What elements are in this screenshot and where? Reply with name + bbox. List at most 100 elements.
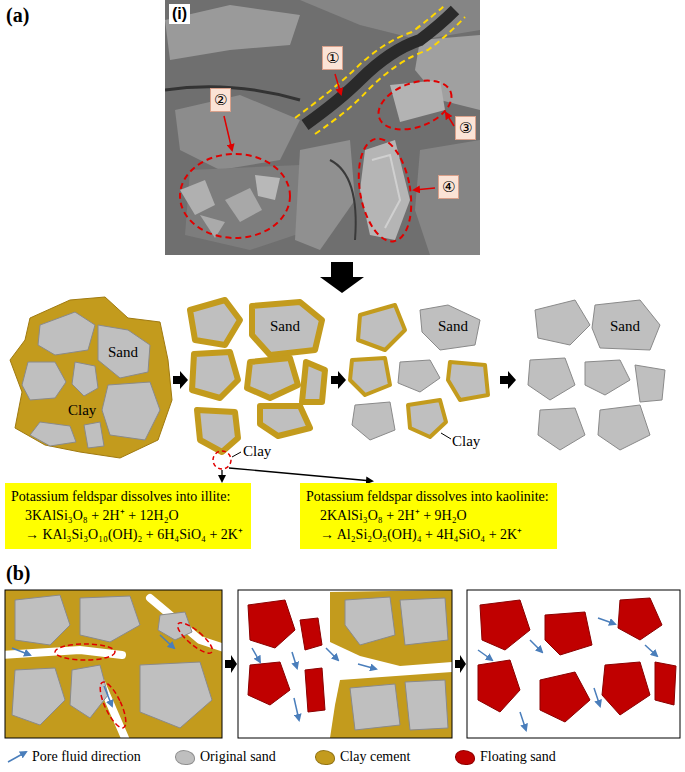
- leader-line: [224, 74, 454, 190]
- pore-frame-3: [540, 672, 590, 722]
- legend-swatch: [315, 750, 335, 765]
- coated-grains: [190, 300, 325, 452]
- sem-image: [165, 5, 300, 60]
- pore-frame-3: [655, 662, 676, 705]
- pore-frame-2: [358, 664, 376, 669]
- pore-frame-2: [248, 662, 290, 705]
- clay-cemented-sand: [84, 422, 104, 448]
- clay-cemented-sand: [38, 312, 95, 355]
- pore-frame-3: [618, 598, 662, 640]
- pore-frame-1: [15, 595, 70, 645]
- pore-frame-1: [5, 590, 222, 738]
- stripping-grains: [352, 305, 480, 440]
- sem-image: [180, 180, 215, 215]
- pore-frame-1: [12, 595, 212, 728]
- pore-frame-2: [238, 590, 452, 738]
- pore-frame-3: [602, 662, 650, 715]
- leader-line: [446, 113, 454, 126]
- sem-image: [225, 188, 262, 222]
- pore-frame-2: [252, 648, 376, 720]
- pore-frame-1: [80, 596, 140, 642]
- pore-frame-3: [645, 645, 657, 656]
- sem-image: [330, 160, 356, 240]
- clean-sand: [585, 360, 630, 395]
- pore-frame-3: [545, 612, 592, 655]
- clean-sand: [598, 405, 650, 450]
- callout-number: ①: [322, 46, 343, 70]
- clay-cemented-sand: [30, 422, 76, 446]
- sem-image: [165, 87, 300, 100]
- pore-frame-3: [530, 640, 542, 652]
- leader-line: [414, 188, 435, 190]
- panel-label: (a): [6, 4, 29, 26]
- legend-text: Original sand: [200, 749, 276, 765]
- reaction-box: Potassium feldspar dissolves into illite…: [5, 483, 251, 549]
- step-arrow: [500, 371, 516, 389]
- pore-frame-3: [598, 618, 615, 624]
- legend-swatch: [175, 750, 195, 765]
- clay-highlight: [221, 470, 222, 481]
- legend-swatch: [455, 750, 475, 765]
- coated-grains: [192, 352, 238, 398]
- pore-frame-1: [174, 618, 217, 657]
- frame-border: [467, 590, 680, 738]
- pore-frame-2: [405, 680, 448, 730]
- pore-frame-1: [160, 635, 174, 648]
- sem-image: [372, 155, 400, 228]
- legend-text: Pore fluid direction: [32, 749, 141, 765]
- coated-grains: [252, 302, 322, 355]
- clay-cemented-sand: [10, 297, 172, 458]
- pore-frame-1: [158, 612, 192, 640]
- sem-image: [390, 80, 445, 122]
- coated-grains: [247, 358, 298, 398]
- clay-highlight: [213, 451, 372, 481]
- sem-image: [200, 215, 225, 238]
- sem-image: [360, 140, 410, 240]
- clay-highlight: [232, 452, 241, 457]
- sem-image: [165, 0, 480, 255]
- pore-frame-2: [248, 600, 295, 648]
- pore-frame-2: [305, 668, 325, 712]
- stripping-grains: [448, 362, 488, 400]
- sem-image: [295, 5, 445, 118]
- reaction-equation: → Al₂Si₂O₅(OH)₄ + 4H₄SiO₄ + 2K⁺: [306, 525, 549, 544]
- stripping-grains: [408, 400, 446, 437]
- clean-sand: [538, 408, 585, 450]
- clean-sand: [535, 300, 590, 345]
- pore-frame-1: [12, 648, 30, 655]
- callout-number: ③: [455, 116, 476, 140]
- pore-frame-2: [330, 590, 452, 666]
- pore-frame-3: [467, 590, 680, 738]
- legend-text: Clay cement: [340, 749, 410, 765]
- pore-frame-1: [140, 662, 212, 728]
- step-arrow: [225, 655, 237, 673]
- pore-frame-2: [326, 648, 338, 660]
- coated-grains: [197, 410, 238, 452]
- clean-sand: [635, 365, 665, 402]
- sem-image: [305, 10, 455, 125]
- sem-image: [255, 175, 280, 200]
- clay-cemented-sand: [98, 325, 150, 378]
- pore-frame-2: [248, 600, 325, 712]
- stripping-grains: [441, 433, 451, 439]
- callout-number: ④: [438, 175, 459, 199]
- sem-image: [351, 134, 418, 245]
- subfigure-label: (i): [169, 4, 190, 24]
- coated-grains: [302, 362, 325, 402]
- frame-border: [238, 590, 452, 738]
- sem-image: [372, 71, 458, 138]
- pore-frame-2: [345, 597, 448, 730]
- reaction-box: Potassium feldspar dissolves into kaolin…: [300, 483, 557, 549]
- sand-label: Sand: [438, 318, 468, 335]
- reaction-heading: Potassium feldspar dissolves into kaolin…: [306, 487, 549, 506]
- pore-frame-2: [292, 652, 297, 668]
- stripping-grains: [350, 305, 488, 440]
- sem-image: [165, 0, 480, 255]
- coated-grains: [190, 300, 240, 345]
- legend-text: Floating sand: [480, 749, 556, 765]
- stripping-grains: [358, 305, 405, 350]
- pore-frame-3: [480, 600, 530, 650]
- stripping-grains: [352, 402, 395, 440]
- legend-arrow-sample: [8, 752, 26, 762]
